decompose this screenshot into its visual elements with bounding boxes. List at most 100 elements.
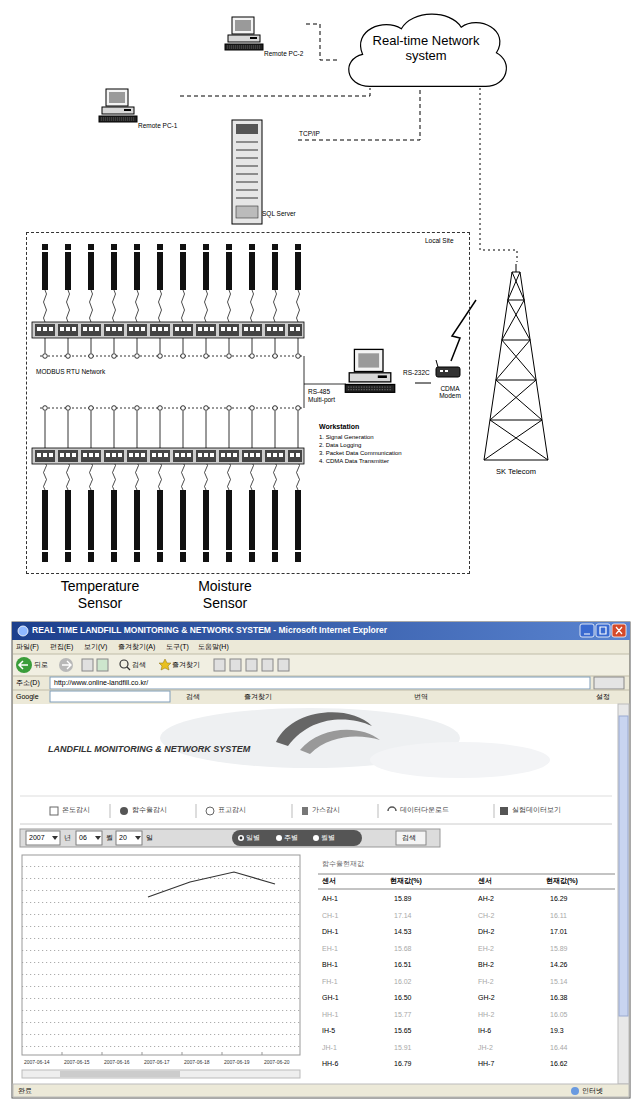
sensor-array	[34, 322, 302, 338]
cdma-modem: CDMA Modem	[431, 361, 471, 413]
node-title: Remote PC-2	[264, 50, 303, 57]
menu-item: 즐겨찾기(A)	[118, 643, 155, 651]
data-table	[318, 874, 615, 889]
table-cell: HH-2	[478, 1011, 494, 1019]
remote-pc-icon	[99, 17, 263, 122]
table-cell: 17.01	[550, 928, 568, 936]
tcp-ip-link	[298, 88, 420, 140]
line-chart	[62, 1052, 262, 1055]
cloud-outline	[349, 14, 507, 86]
data-table	[318, 874, 615, 875]
table-cell: AH-1	[322, 895, 338, 903]
telecom-tower-icon	[484, 272, 548, 460]
date-field: 06	[79, 834, 87, 842]
table-cell: 15.89	[394, 895, 412, 903]
workstation-icon	[345, 349, 394, 392]
table-header: 현재값(%)	[390, 877, 422, 885]
browser-window	[127, 667, 130, 670]
table-cell: 16.62	[550, 1060, 568, 1068]
diagram-label: RS-485	[308, 388, 330, 395]
browser-window	[571, 1087, 579, 1095]
browser-window	[97, 659, 108, 671]
site-banner	[20, 708, 612, 796]
table-cell: EH-1	[322, 945, 338, 953]
table-cell: 17.14	[394, 912, 412, 920]
browser-window	[12, 622, 630, 640]
menu-item: 인터넷	[582, 1087, 603, 1095]
table-cell: GH-2	[478, 994, 495, 1002]
table-caption: 함수율현재값	[322, 860, 364, 867]
browser-window	[580, 624, 594, 637]
wireless-bolt	[451, 300, 476, 361]
browser-window	[214, 659, 225, 671]
table-cell: 16.79	[394, 1060, 412, 1068]
menu-item: 주소(D)	[16, 679, 40, 687]
browser-window	[120, 660, 128, 668]
date-field: 20	[119, 834, 127, 842]
remote-pc: Remote PC-2	[222, 14, 306, 66]
period-option: 주별	[284, 834, 298, 842]
nav-tab: 가스감시	[312, 806, 340, 814]
table-header: 센서	[322, 877, 336, 885]
sensor-array	[32, 244, 304, 562]
line-chart	[60, 1071, 180, 1077]
axis-tick: 2007-06-17	[144, 1060, 170, 1066]
line-chart	[22, 1070, 300, 1078]
diagram-label: MODBUS RTU Network	[36, 368, 105, 375]
axis-tick: 2007-06-18	[184, 1060, 210, 1066]
axis-tick: 2007-06-14	[24, 1060, 50, 1066]
date-selector	[20, 829, 440, 847]
table-cell: 16.51	[394, 961, 412, 969]
browser-window	[13, 704, 618, 1084]
table-cell: 16.02	[394, 978, 412, 986]
table-cell: HH-7	[478, 1060, 494, 1068]
node-title: CDMA Modem	[431, 385, 469, 400]
browser-window	[13, 654, 629, 655]
modbus-network	[42, 338, 301, 353]
modem-icon	[436, 367, 460, 377]
modbus-network	[42, 405, 301, 411]
browser-window	[12, 622, 630, 1098]
nav-tab: 데이터다운로드	[400, 806, 449, 814]
date-field: 일	[146, 834, 153, 842]
node-list-item: 3. Packet Data Communication	[319, 450, 402, 457]
browser-window	[19, 661, 28, 669]
axis-tick: 2007-06-20	[264, 1060, 290, 1066]
browser-window	[82, 659, 93, 671]
menu-item: 완료	[18, 1087, 32, 1095]
table-cell: JH-1	[322, 1044, 337, 1052]
browser-window	[278, 659, 289, 671]
table-cell: HH-1	[322, 1011, 338, 1019]
date-selector	[313, 835, 319, 841]
table-cell: 15.77	[394, 1011, 412, 1019]
modem-icon	[436, 360, 460, 377]
browser-window	[12, 622, 630, 1098]
table-cell: 16.05	[550, 1011, 568, 1019]
browser-window	[62, 661, 71, 669]
modbus-network	[304, 356, 346, 408]
edge-label: TCP/IP	[298, 130, 321, 137]
date-field: 검색	[402, 834, 416, 842]
table-cell: 19.3	[550, 1027, 564, 1035]
date-selector	[396, 831, 426, 845]
table-cell: GH-1	[322, 994, 339, 1002]
site-logo: LANDFILL MONITORING & NETWORK SYSTEM	[48, 744, 250, 754]
date-field: 2007	[29, 834, 45, 842]
menu-item: http://www.online-landfill.co.kr/	[54, 679, 148, 687]
modbus-network	[40, 338, 346, 448]
nav-bar	[206, 807, 214, 815]
table-cell: IH-5	[322, 1027, 335, 1035]
menu-item: 즐겨찾기	[172, 661, 200, 669]
telecom-tower-icon	[484, 272, 548, 460]
modem-icon	[436, 360, 438, 367]
line-chart	[22, 855, 300, 1078]
browser-window	[13, 676, 629, 677]
node-list-item: 1. Signal Generation	[319, 434, 374, 441]
menu-item: 뒤로	[34, 661, 48, 669]
table-cell: IH-6	[478, 1027, 491, 1035]
table-cell: 14.53	[394, 928, 412, 936]
table-cell: 15.65	[394, 1027, 412, 1035]
period-option: 월별	[321, 834, 335, 842]
browser-window	[246, 659, 257, 671]
